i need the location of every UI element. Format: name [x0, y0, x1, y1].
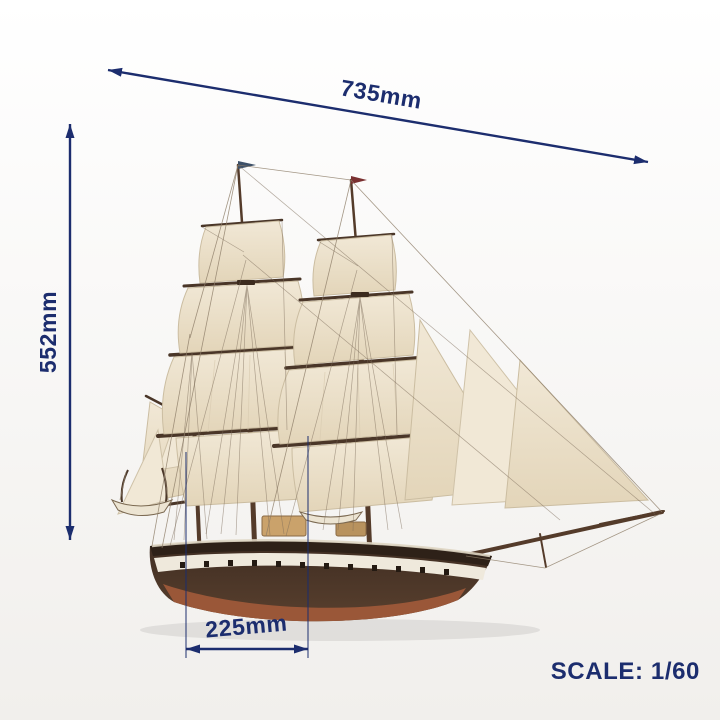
width-dimension-arrow [107, 67, 649, 165]
scale-label: SCALE: 1/60 [551, 658, 700, 685]
bowsprit [460, 510, 665, 568]
rigging [151, 164, 663, 569]
gunports [180, 560, 449, 575]
deck-fittings [110, 467, 367, 537]
height-dimension-label: 552mm [35, 291, 61, 373]
ship-shadow [140, 619, 540, 641]
stern-boat [110, 498, 174, 516]
masthead-pennant [351, 176, 367, 184]
jib-sails [404, 318, 650, 509]
hull [149, 539, 492, 622]
ship-illustration [110, 161, 665, 641]
fore-mast-sails [272, 176, 442, 559]
height-dimension: 552mm [35, 124, 75, 540]
